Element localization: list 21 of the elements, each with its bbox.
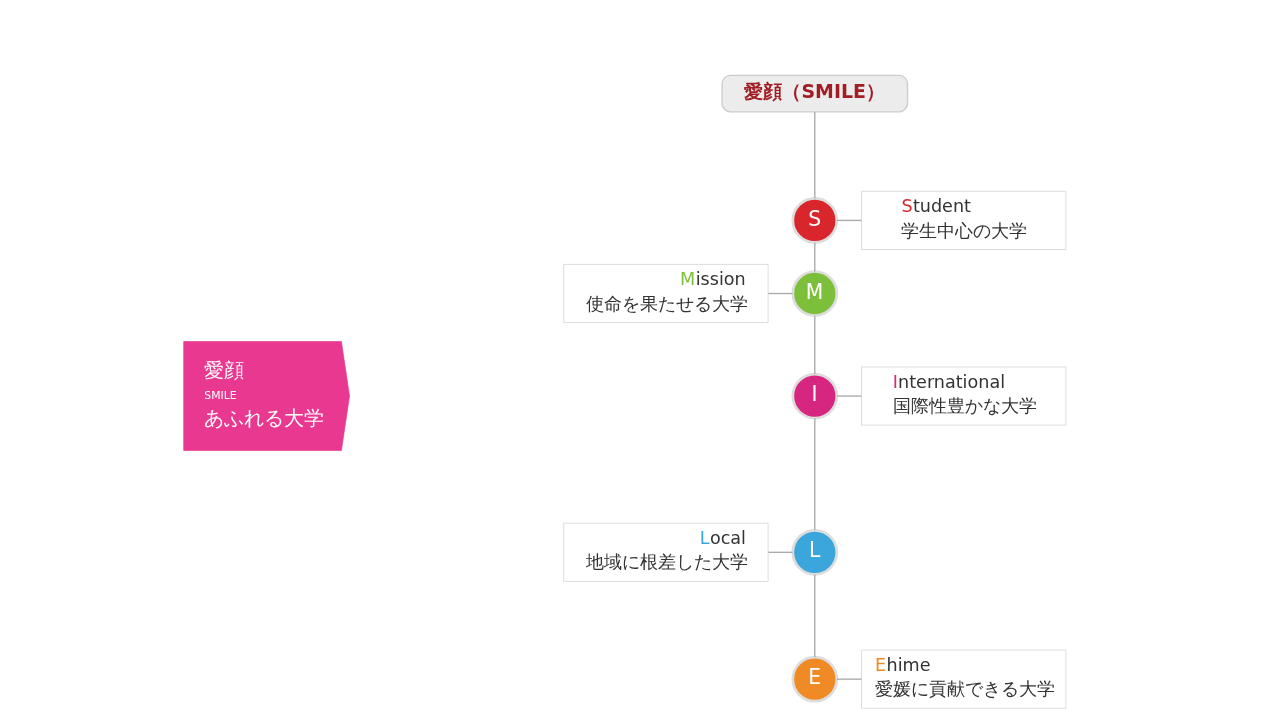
node-box: International 国際性豊かな大学 xyxy=(860,366,1066,426)
connector xyxy=(767,292,793,295)
node-circle: S xyxy=(790,197,838,244)
node-circle: E xyxy=(790,655,838,703)
connector xyxy=(835,219,862,222)
connector xyxy=(835,678,862,680)
node-box: 愛顔（SMILE） xyxy=(720,74,908,113)
connector xyxy=(813,573,815,658)
node-box: Mission 使命を果たせる大学 xyxy=(562,264,768,323)
node-box: Ehime 愛媛に貢献できる大学 xyxy=(860,649,1066,709)
node-circle: L xyxy=(790,528,838,576)
connector xyxy=(813,111,815,200)
connector xyxy=(767,551,793,553)
connector xyxy=(813,417,815,531)
connector xyxy=(813,241,815,273)
node-circle: I xyxy=(790,372,838,420)
node-circle: M xyxy=(790,270,838,317)
connector xyxy=(813,314,815,375)
node-box: Student 学生中心の大学 xyxy=(860,191,1066,250)
connector xyxy=(835,395,862,397)
node-box: Local 地域に根差した大学 xyxy=(562,522,768,582)
